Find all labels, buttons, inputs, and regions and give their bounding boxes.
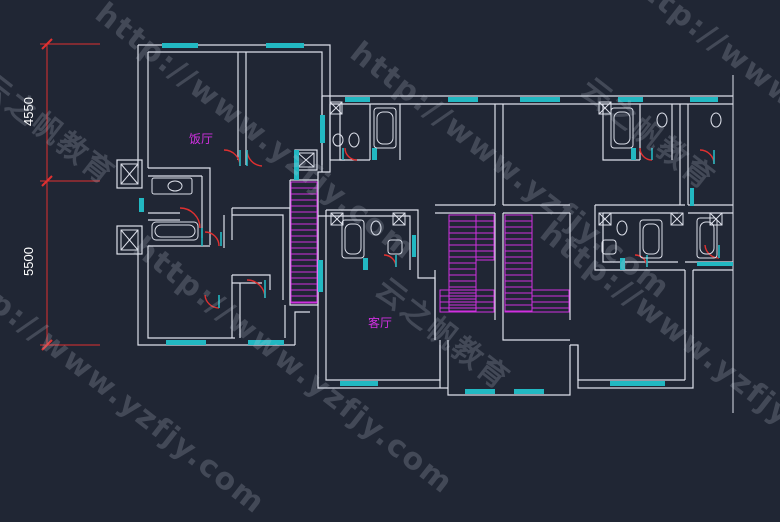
room-label-dining: 饭厅	[189, 132, 214, 146]
bathroom-fixtures	[151, 107, 722, 259]
windows	[139, 43, 733, 394]
door-leaves	[201, 148, 720, 308]
floor-plan-drawing	[40, 38, 734, 413]
stair-mid-b-outline	[475, 214, 495, 261]
middle-unit-walls	[317, 95, 733, 396]
stair-treads	[290, 181, 570, 313]
room-label-living: 客厅	[368, 316, 393, 330]
dimension-line	[40, 38, 100, 351]
left-unit-walls	[116, 44, 331, 346]
dimension-lower: 5500	[20, 247, 36, 276]
stair-mid-d-outline	[531, 289, 570, 313]
stair-mid-e-outline	[439, 289, 495, 313]
